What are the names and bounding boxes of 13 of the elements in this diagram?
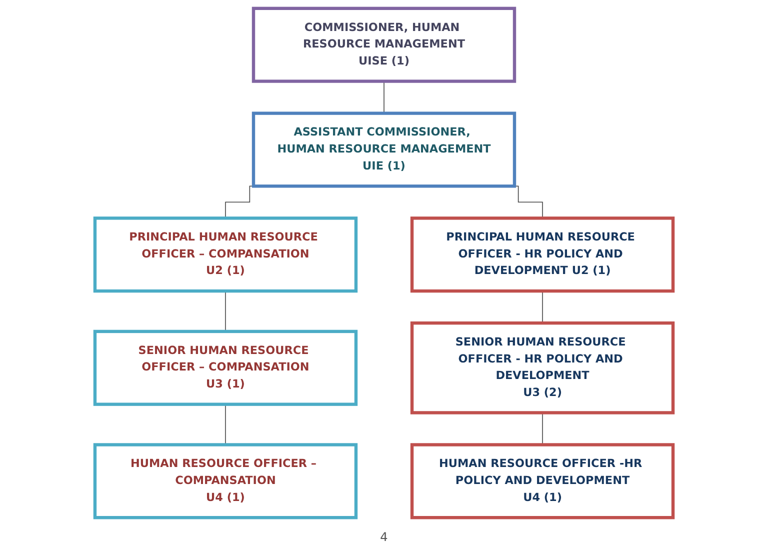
connector [225, 290, 226, 332]
connector [542, 412, 543, 446]
node-box: PRINCIPAL HUMAN RESOURCE OFFICER – COMPANSATION U2 (1) [93, 216, 358, 293]
connector [542, 290, 543, 324]
node-box: HUMAN RESOURCE OFFICER -HR POLICY AND DEVELOPMENT U4 (1) [410, 443, 675, 520]
connector [225, 404, 226, 446]
node-box: PRINCIPAL HUMAN RESOURCE OFFICER - HR POLICY AND DEVELOPMENT U2 (1) [410, 216, 675, 293]
node-box: SENIOR HUMAN RESOURCE OFFICER - HR POLICY AND DEVELOPMENT U3 (2) [410, 321, 675, 414]
node-box: SENIOR HUMAN RESOURCE OFFICER – COMPANSATION U3 (1) [93, 330, 358, 406]
node-box: HUMAN RESOURCE OFFICER – COMPANSATION U4 (1) [93, 443, 358, 520]
node-box: COMMISSIONER, HUMAN RESOURCE MANAGEMENT UISE (1) [252, 6, 516, 83]
page-number: 4 [380, 530, 388, 544]
node-box: ASSISTANT COMMISSIONER, HUMAN RESOURCE MANAGEMENT UIE (1) [252, 112, 516, 188]
